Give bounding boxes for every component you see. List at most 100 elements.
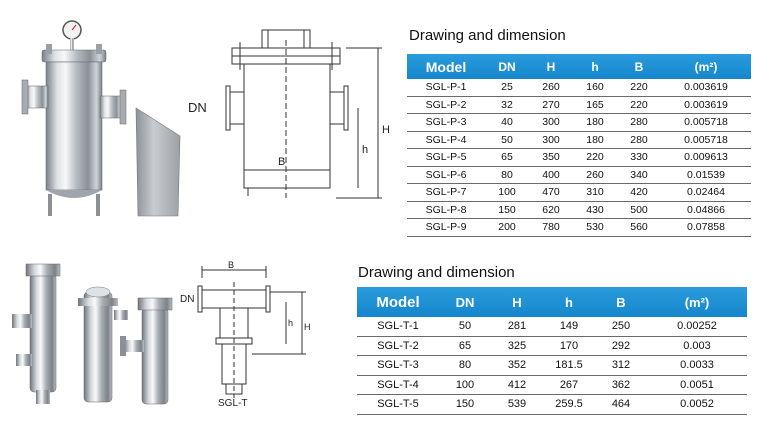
cell-b: 220 [617, 96, 661, 114]
cell-area: 0.0051 [647, 375, 747, 395]
cell-b: 560 [617, 218, 661, 237]
cell-h-lower: 267 [543, 375, 595, 395]
cell-h-upper: 400 [529, 166, 573, 184]
cell-model: SGL-P-2 [407, 96, 485, 114]
cell-area: 0.003619 [661, 96, 751, 114]
cell-dn: 80 [439, 355, 491, 376]
cell-h-upper: 281 [491, 317, 543, 337]
cell-b: 330 [617, 148, 661, 167]
table-header-row: Model DN H h B (m²) [357, 287, 747, 317]
cell-area: 0.01539 [661, 166, 751, 184]
drawing-t-caption: SGL-T [218, 398, 248, 409]
cell-h-lower: 165 [573, 96, 617, 114]
cell-b: 362 [595, 375, 647, 395]
drawing-p: DN B h H [186, 20, 401, 220]
cell-area: 0.02464 [661, 183, 751, 202]
cell-h-lower: 180 [573, 131, 617, 149]
sanitary-filter-photo [8, 258, 180, 410]
cell-model: SGL-T-3 [357, 355, 439, 376]
cell-b: 500 [617, 201, 661, 219]
cell-h-upper: 352 [491, 355, 543, 376]
cell-b: 340 [617, 166, 661, 184]
cell-h-upper: 260 [529, 79, 573, 97]
drawing-p-h-label: H [382, 124, 390, 136]
header-model: Model [407, 54, 485, 79]
drawing-t-h-small-label: h [288, 318, 294, 328]
cell-h-lower: 160 [573, 79, 617, 97]
cell-h-upper: 325 [491, 336, 543, 356]
section-p-title: Drawing and dimension [409, 27, 566, 44]
cell-b: 280 [617, 131, 661, 149]
cell-dn: 50 [439, 317, 491, 337]
cell-model: SGL-P-3 [407, 113, 485, 132]
table-header-row: Model DN H h B (m²) [407, 54, 751, 79]
cell-area: 0.0033 [647, 355, 747, 376]
header-area: (m²) [661, 54, 751, 79]
cell-b: 312 [595, 355, 647, 376]
cell-h-lower: 310 [573, 183, 617, 202]
cell-h-upper: 412 [491, 375, 543, 395]
cell-h-upper: 300 [529, 113, 573, 132]
cell-dn: 100 [485, 183, 529, 202]
cell-h-lower: 220 [573, 148, 617, 167]
cell-area: 0.009613 [661, 148, 751, 167]
cell-b: 464 [595, 394, 647, 415]
cell-h-lower: 181.5 [543, 355, 595, 376]
header-b: B [595, 287, 647, 317]
cell-dn: 200 [485, 218, 529, 237]
cell-model: SGL-P-7 [407, 183, 485, 202]
header-area: (m²) [647, 287, 747, 317]
cell-b: 420 [617, 183, 661, 202]
cell-dn: 150 [439, 394, 491, 415]
header-model: Model [357, 287, 439, 317]
basket-filter-photo [20, 16, 190, 226]
cell-model: SGL-P-6 [407, 166, 485, 184]
drawing-t: B DN h H SGL-T [176, 260, 346, 412]
cell-h-upper: 539 [491, 394, 543, 415]
cell-model: SGL-T-4 [357, 375, 439, 395]
cell-dn: 150 [485, 201, 529, 219]
basket-filter-illustration [21, 20, 181, 217]
cell-model: SGL-P-1 [407, 79, 485, 97]
cell-dn: 65 [485, 148, 529, 167]
drawing-t-dn-label: DN [180, 294, 195, 305]
cell-b: 220 [617, 79, 661, 97]
cell-area: 0.0052 [647, 394, 747, 415]
cell-model: SGL-P-9 [407, 218, 485, 237]
cell-model: SGL-T-1 [357, 317, 439, 337]
cell-dn: 80 [485, 166, 529, 184]
cell-h-upper: 470 [529, 183, 573, 202]
cell-model: SGL-T-2 [357, 336, 439, 356]
section-t-title: Drawing and dimension [358, 264, 515, 281]
cell-b: 280 [617, 113, 661, 132]
cell-area: 0.00252 [647, 317, 747, 337]
cell-h-upper: 620 [529, 201, 573, 219]
cell-area: 0.04866 [661, 201, 751, 219]
drawing-t-b-label: B [228, 260, 235, 270]
cell-h-lower: 260 [573, 166, 617, 184]
header-h-upper: H [529, 54, 573, 79]
cell-model: SGL-P-8 [407, 201, 485, 219]
header-h-lower: h [543, 287, 595, 317]
drawing-p-h-small-label: h [362, 144, 369, 156]
cell-h-lower: 430 [573, 201, 617, 219]
cell-b: 250 [595, 317, 647, 337]
cell-dn: 100 [439, 375, 491, 395]
cell-area: 0.003619 [661, 79, 751, 97]
cell-dn: 40 [485, 113, 529, 132]
header-b: B [617, 54, 661, 79]
header-dn: DN [439, 287, 491, 317]
